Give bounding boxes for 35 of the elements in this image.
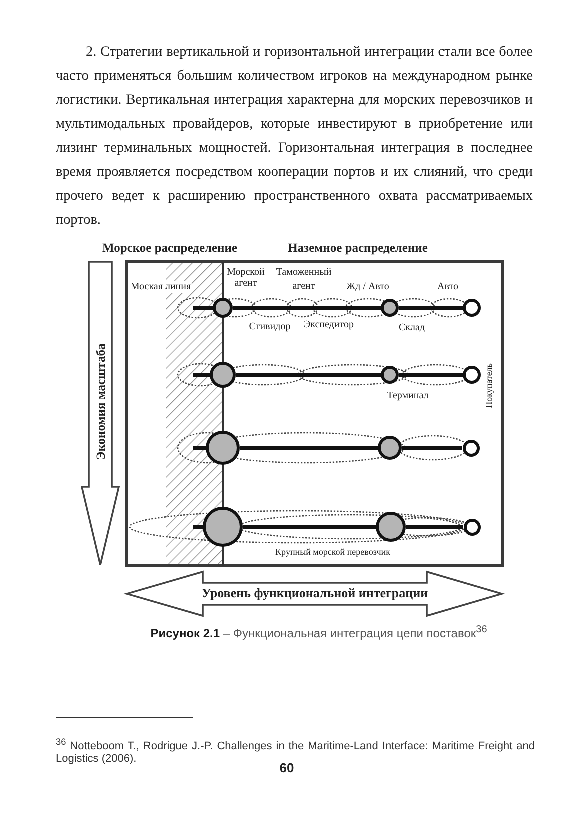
connector-line	[240, 446, 378, 450]
filled-circle-node	[381, 299, 399, 317]
connector-line	[193, 373, 210, 377]
node-caption: Терминал	[387, 390, 429, 402]
filled-circle-node	[381, 366, 399, 384]
actor-label: Морской агент	[226, 267, 266, 289]
filled-circle-node	[376, 512, 406, 542]
actor-label: Жд / Авто	[346, 281, 390, 293]
actor-label: Склад	[398, 322, 426, 334]
row-label: Крупный морской перевозчик	[276, 546, 390, 558]
actor-label: Экспедитор	[304, 319, 354, 331]
connector-line	[193, 306, 213, 310]
open-circle-node	[463, 366, 481, 384]
connector-line	[399, 306, 463, 310]
filled-circle-node	[378, 436, 402, 460]
actor-label: Таможенный агент	[275, 266, 333, 294]
connector-line	[236, 373, 381, 377]
actor-label: Покупатель	[484, 364, 494, 408]
actor-label: Моская линия	[130, 281, 192, 293]
open-circle-node	[464, 518, 480, 536]
body-paragraph: 2. Стратегии вертикальной и горизонтальной интеграции стали все более часто применяться большим количеством игроков на международном рынке логистики. Вертикальная интеграция характерна для морских перевозчиков и мультимодальных провайдеров, которые инвестируют в приобретение или лизинг терминальных мощностей. Горизонтальная интеграция в последнее время проявляется посредством кооперации портов и их слияний, что среди прочего ведет к расширению пространственного охвата рассматриваемых портов.	[56, 43, 533, 230]
connector-line	[193, 525, 203, 529]
connector-line	[402, 446, 462, 450]
connector-line	[193, 446, 206, 450]
actor-label: Стивидор	[249, 321, 291, 333]
actor-label: Авто	[438, 281, 458, 293]
column-heading: Морское распределение	[102, 240, 238, 256]
column-heading: Наземное распределение	[288, 240, 428, 256]
connector-line	[233, 306, 381, 310]
filled-circle-node	[210, 362, 236, 388]
axis-label: Экономия масштаба	[93, 344, 108, 460]
open-circle-node	[462, 440, 480, 456]
open-circle-node	[463, 299, 481, 317]
axis-label: Уровень функциональной интеграции	[202, 586, 428, 602]
figure-caption: Рисунок 2.1 – Функциональная интеграция цепи поставок$^{36}$	[150, 624, 488, 642]
